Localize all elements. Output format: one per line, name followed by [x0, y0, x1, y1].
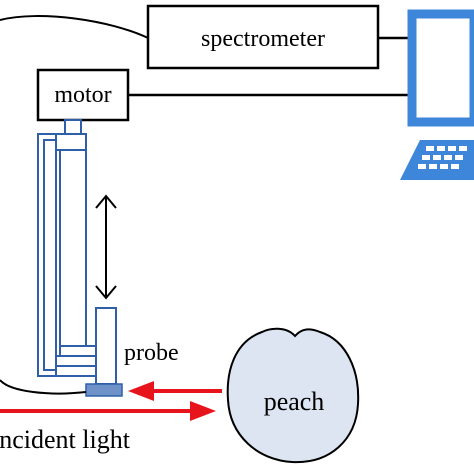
probe: [85, 383, 123, 397]
peach: peach: [226, 327, 360, 464]
laptop-icon: [400, 9, 474, 180]
fiber-cable-bottom: [0, 379, 87, 395]
fiber-cable-top: [0, 15, 149, 39]
incident-light-arrow: [0, 401, 216, 421]
probe-holder: [95, 307, 117, 385]
motor-box: motor: [36, 68, 130, 122]
reflected-light-arrow: [128, 381, 222, 401]
vertical-motion-arrow: [95, 194, 117, 300]
spectrometer-label: spectrometer: [201, 26, 325, 52]
peach-label: peach: [264, 387, 325, 416]
motor-label: motor: [54, 82, 111, 108]
probe-label: probe: [124, 340, 179, 366]
incident-light-label: incident light: [0, 425, 131, 454]
linear-rail: [37, 119, 97, 377]
spectrometer-box: spectrometer: [146, 4, 380, 70]
